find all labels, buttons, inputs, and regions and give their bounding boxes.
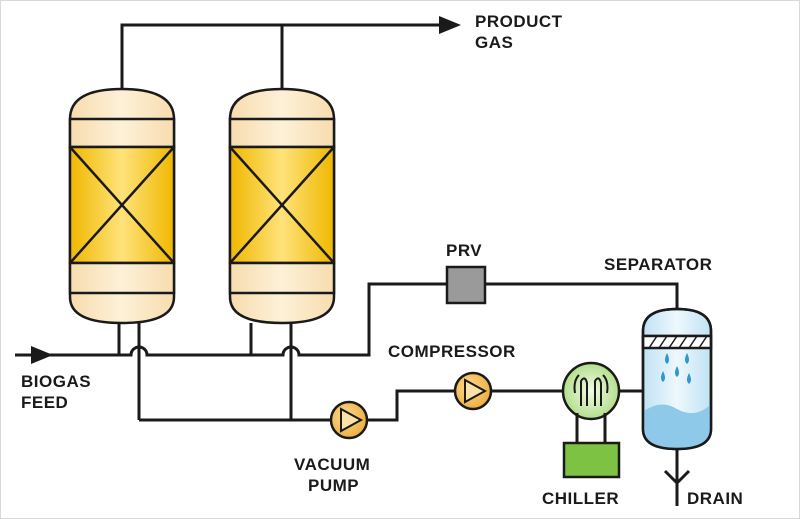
- compressor-icon: [453, 371, 493, 411]
- droplet-icon: [665, 353, 669, 364]
- vacuum-suction-line: [137, 343, 331, 422]
- prv-valve: [445, 265, 487, 305]
- adsorber-vessel-1: [68, 87, 176, 325]
- separator-vessel: [641, 307, 713, 451]
- separator-label: SEPARATOR: [604, 255, 712, 274]
- chiller-coil-icon: [561, 361, 621, 421]
- biogas-feed-line: [15, 282, 447, 364]
- droplet-icon: [675, 366, 679, 377]
- product-gas-label-line2: GAS: [475, 33, 513, 52]
- product-gas-label-line1: PRODUCT: [475, 12, 563, 31]
- vessel-outlets: [117, 323, 293, 355]
- biogas-feed-arrow-icon: [31, 346, 53, 364]
- drain-label: DRAIN: [687, 489, 743, 508]
- vacuum-pump-label-line2: PUMP: [308, 476, 359, 495]
- vacuum-pump-icon: [329, 400, 369, 440]
- chiller-unit: [561, 361, 621, 479]
- separator-water: [644, 404, 710, 448]
- biogas-feed-label-line1: BIOGAS: [21, 372, 91, 391]
- biogas-feed-label-line2: FEED: [21, 393, 68, 412]
- droplet-icon: [661, 371, 665, 382]
- adsorber-vessel-2: [228, 87, 336, 325]
- vacuum-pump-label-line1: VACUUM: [294, 455, 370, 474]
- chiller-box: [562, 441, 621, 479]
- droplet-icon: [687, 373, 691, 384]
- compressor-label: COMPRESSOR: [388, 342, 516, 361]
- product-gas-arrow-icon: [439, 16, 461, 34]
- product-gas-line: [120, 16, 461, 89]
- prv-label: PRV: [446, 241, 482, 260]
- droplet-icon: [685, 353, 689, 364]
- chiller-label: CHILLER: [542, 489, 619, 508]
- recycle-line: [368, 282, 691, 506]
